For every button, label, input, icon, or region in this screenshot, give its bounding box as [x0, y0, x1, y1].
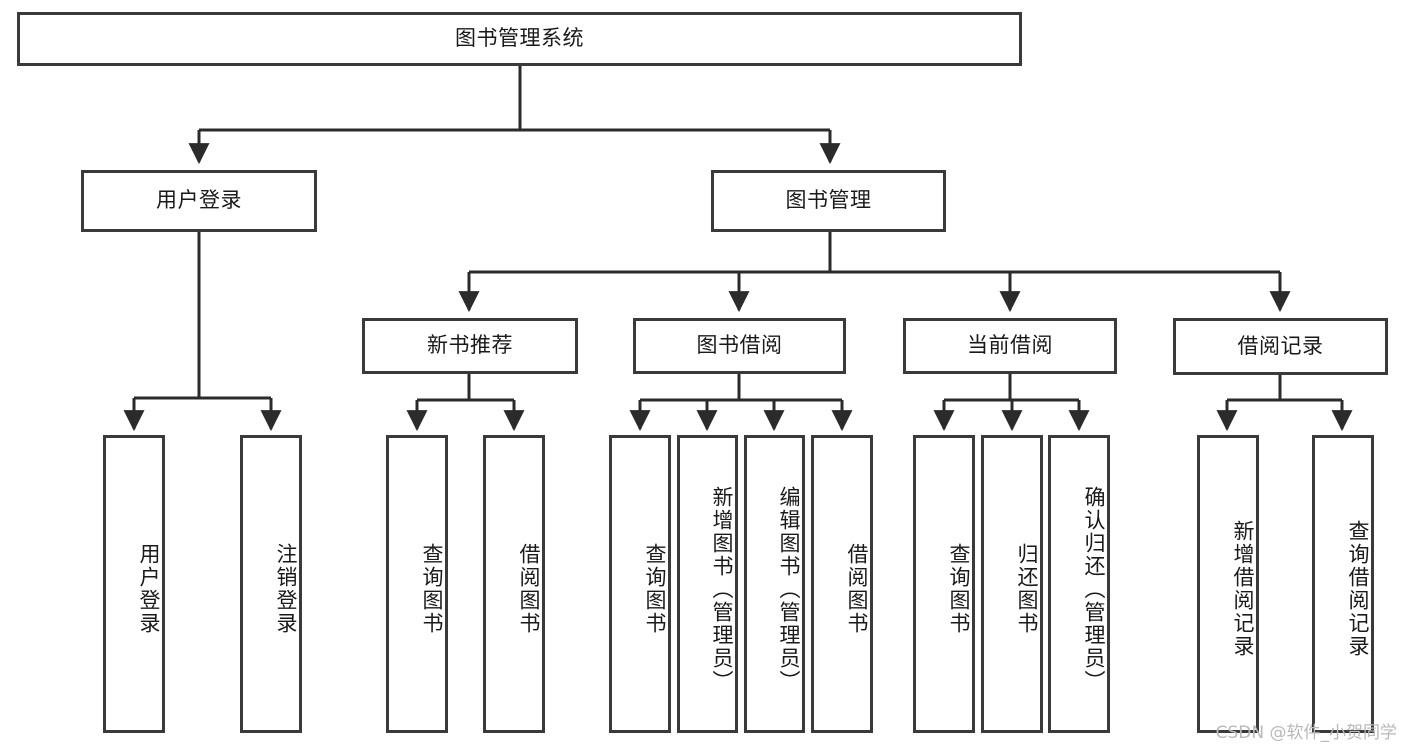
leaf-label: 确认归还（管理员） — [1082, 485, 1106, 693]
node-user-login-label: 用户登录 — [156, 188, 242, 213]
leaf-label: 借阅图书 — [517, 543, 541, 635]
node-user-login[interactable]: 用户登录 — [81, 170, 317, 232]
node-root[interactable]: 图书管理系统 — [17, 12, 1022, 66]
leaf-records-query[interactable]: 查询借阅记录 — [1312, 435, 1374, 733]
csdn-watermark: CSDN @软件_小贺同学 — [1215, 723, 1397, 743]
leaf-label: 借阅图书 — [845, 543, 869, 635]
node-borrow-records-label: 借阅记录 — [1237, 333, 1324, 358]
leaf-label: 查询图书 — [643, 543, 667, 635]
leaf-current-return-book[interactable]: 归还图书 — [981, 435, 1043, 733]
leaf-current-confirm-return[interactable]: 确认归还（管理员） — [1048, 435, 1110, 733]
node-root-label: 图书管理系统 — [455, 26, 584, 51]
node-book-management[interactable]: 图书管理 — [711, 170, 946, 232]
leaf-new-book-borrow[interactable]: 借阅图书 — [483, 435, 545, 733]
leaf-label: 注销登录 — [274, 543, 298, 635]
leaf-label: 归还图书 — [1015, 543, 1039, 635]
leaf-label: 新增借阅记录 — [1231, 520, 1255, 658]
node-borrow-records[interactable]: 借阅记录 — [1173, 318, 1388, 375]
node-current-borrow[interactable]: 当前借阅 — [903, 318, 1117, 374]
node-new-book-recommend[interactable]: 新书推荐 — [362, 318, 578, 374]
leaf-current-query-book[interactable]: 查询图书 — [913, 435, 975, 733]
leaf-new-book-query[interactable]: 查询图书 — [386, 435, 448, 733]
leaf-user-login-logout[interactable]: 注销登录 — [240, 435, 302, 733]
node-new-book-recommend-label: 新书推荐 — [427, 333, 513, 358]
node-book-management-label: 图书管理 — [785, 188, 872, 213]
leaf-label: 查询借阅记录 — [1346, 520, 1370, 658]
leaf-borrow-query-book[interactable]: 查询图书 — [609, 435, 671, 733]
leaf-user-login-login[interactable]: 用户登录 — [103, 435, 165, 733]
node-current-borrow-label: 当前借阅 — [967, 333, 1053, 358]
leaf-borrow-borrow-book[interactable]: 借阅图书 — [811, 435, 873, 733]
node-book-borrow[interactable]: 图书借阅 — [633, 318, 846, 374]
leaf-label: 编辑图书（管理员） — [777, 485, 801, 693]
leaf-label: 新增图书（管理员） — [710, 485, 734, 693]
leaf-label: 查询图书 — [947, 543, 971, 635]
leaf-borrow-add-book[interactable]: 新增图书（管理员） — [677, 435, 738, 733]
node-book-borrow-label: 图书借阅 — [696, 333, 783, 358]
leaf-label: 查询图书 — [420, 543, 444, 635]
leaf-label: 用户登录 — [137, 543, 161, 635]
leaf-borrow-edit-book[interactable]: 编辑图书（管理员） — [744, 435, 805, 733]
leaf-records-add[interactable]: 新增借阅记录 — [1197, 435, 1259, 733]
